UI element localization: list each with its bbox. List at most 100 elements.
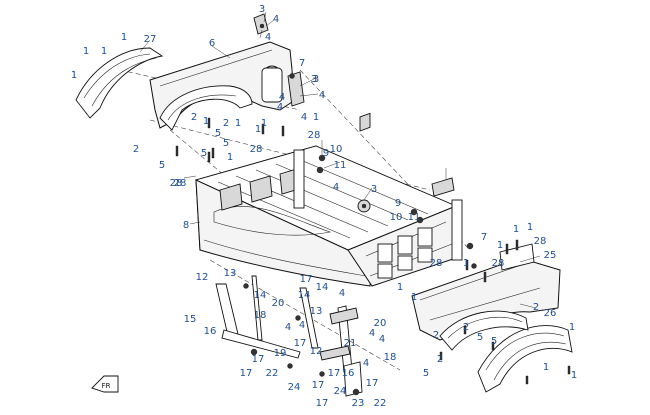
callout-leader-lines [139,11,541,309]
callout-c75: 20 [374,318,387,329]
callout-c21: 1 [203,116,209,127]
callout-c49: 2 [533,302,539,313]
callout-c3: 4 [265,32,271,43]
callout-c68: 18 [254,310,267,321]
callout-c54: 5 [491,336,497,347]
left-fender-part [75,47,164,119]
callout-c90: 24 [334,386,347,397]
callout-c34: 4 [333,182,339,193]
callout-c53: 5 [477,332,483,343]
callout-c46: 28 [430,258,443,269]
callout-c51: 1 [569,322,575,333]
callout-c66: 15 [184,314,197,325]
callout-c25: 5 [201,148,207,159]
callout-c19: 11 [334,160,347,171]
callout-c7: 1 [101,46,107,57]
callout-c65: 4 [339,288,345,299]
callout-c15: 1 [255,124,261,135]
callout-c79: 12 [310,346,323,357]
callout-c67: 16 [204,326,217,337]
callout-c1: 3 [259,4,265,15]
callout-c59: 1 [411,292,417,303]
upper-bracket-part [253,13,305,107]
callout-c62: 14 [254,290,267,301]
right-fender-part [477,325,573,393]
callout-c89: 17 [366,378,379,389]
callout-c12: 4 [319,90,325,101]
callout-c4: 6 [209,38,215,49]
callout-c17: 10 [330,144,343,155]
callout-c98: 4 [363,358,369,369]
callout-c81: 4 [379,334,385,345]
callout-c26: 1 [235,118,241,129]
fastener-hardware [175,117,571,385]
callout-c99: 2 [433,330,439,341]
callout-c60: 12 [196,272,209,283]
callout-c10: 7 [299,58,305,69]
callout-c64: 14 [316,282,329,293]
callout-c14: 1 [313,112,319,123]
callout-c16: 28 [308,130,321,141]
callout-c36: 9 [395,198,401,209]
callout-c74: 17 [294,338,307,349]
callout-c57: 5 [423,368,429,379]
callout-c44: 28 [534,236,547,247]
callout-c48: 1 [463,258,469,269]
callout-c94: 2 [133,144,139,155]
callout-c78: 19 [274,348,287,359]
callout-c55: 1 [543,362,549,373]
callout-c52: 2 [463,322,469,333]
callout-c61: 13 [224,268,237,279]
callout-c31: 4 [277,102,283,113]
right-wheel-arch-part [439,310,529,351]
callout-c8: 1 [83,46,89,57]
callout-c83: 17 [240,368,253,379]
callout-c43: 1 [527,222,533,233]
callout-c84: 17 [328,368,341,379]
callout-c73: 13 [310,306,323,317]
callout-c85: 22 [266,368,279,379]
callout-c6: 1 [121,32,127,43]
callout-c77: 17 [252,354,265,365]
callout-c35: 3 [371,184,377,195]
callout-c56: 1 [571,370,577,381]
callout-c42: 1 [513,224,519,235]
callout-c2: 4 [273,14,279,25]
callout-c82: 18 [384,352,397,363]
callout-c40: 7 [481,232,487,243]
callout-c63: 17 [300,274,313,285]
callout-c38: 11 [408,212,421,223]
callout-c88: 17 [312,380,325,391]
callout-c93: 17 [316,398,329,409]
callout-c71: 4 [299,320,305,331]
callout-c9: 1 [71,70,77,81]
support-strut-assembly [215,275,363,397]
callout-c41: 1 [497,240,503,251]
callout-c29: 1 [227,152,233,163]
callout-c95: 5 [159,160,165,171]
callout-c39: 8 [183,220,189,231]
callout-c72: 14 [298,290,311,301]
callout-c30: 28 [170,178,183,189]
front-direction-label: FR [102,382,111,390]
callout-c70: 4 [285,322,291,333]
callout-c92: 22 [374,398,387,409]
callout-c86: 24 [288,382,301,393]
callout-c32: 3 [313,74,319,85]
callout-c76: 4 [369,328,375,339]
callout-c18: 9 [323,148,329,159]
callout-c33: 4 [279,92,285,103]
callout-c20: 2 [191,112,197,123]
callout-c28: 28 [250,144,263,155]
callout-c23: 2 [223,118,229,129]
callout-c37: 10 [390,212,403,223]
callout-c80: 21 [344,338,357,349]
callout-c47: 28 [492,258,505,269]
callout-c11: 3 [311,74,317,85]
callout-c97: 2 [437,354,443,365]
callout-c50: 26 [544,308,557,319]
callout-c45: 25 [544,250,557,261]
callout-c22: 5 [215,128,221,139]
